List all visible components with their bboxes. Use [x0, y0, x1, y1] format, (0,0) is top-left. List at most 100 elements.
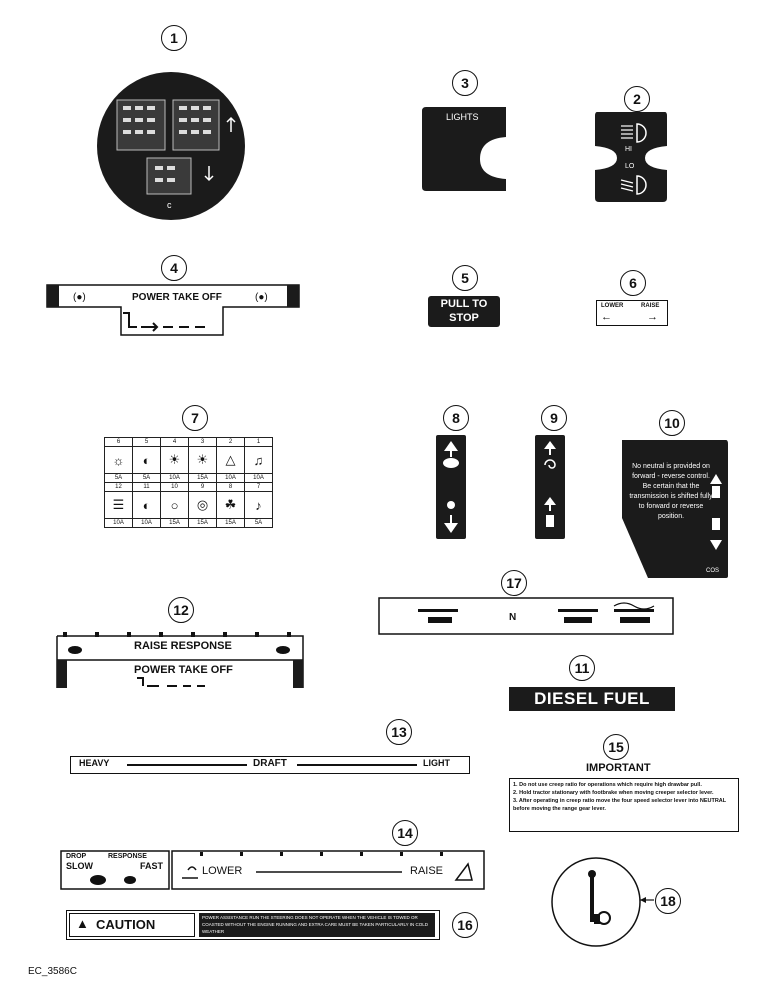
important-title: IMPORTANT — [586, 762, 651, 774]
important-item-3: 3. After operating in creep ratio move t… — [513, 798, 727, 812]
important-decal: 1. Do not use creep ratio for operations… — [509, 778, 739, 832]
hi-label: HI — [625, 146, 632, 153]
pto-title: POWER TAKE OFF — [132, 292, 222, 303]
fuse-rating: 10A — [132, 518, 161, 528]
callout-17: 17 — [501, 570, 527, 596]
draft-label: DRAFT — [253, 758, 287, 769]
fuse-number: 10 — [160, 482, 189, 492]
fuse-rating: 10A — [216, 473, 245, 483]
horn-icon: ♫ — [244, 446, 273, 474]
caution-box: ▲ CAUTION — [69, 913, 195, 937]
important-item-2: 2. Hold tractor stationary with footbrak… — [513, 790, 714, 796]
callout-18: 18 — [655, 888, 681, 914]
fuse-number: 1 — [244, 437, 273, 447]
gauges-icon: ○ — [160, 491, 189, 519]
fast-label: FAST — [140, 861, 164, 871]
fuse-rating: 15A — [216, 518, 245, 528]
fuse-rating: 15A — [160, 518, 189, 528]
callout-9: 9 — [541, 405, 567, 431]
headlight-switch-decal — [595, 112, 667, 202]
left-arrow-icon: ← — [601, 311, 612, 323]
raise-label-14: RAISE — [410, 865, 444, 877]
diesel-fuel-decal: DIESEL FUEL — [509, 687, 675, 711]
lights-decal — [422, 107, 506, 191]
fuse-number: 8 — [216, 482, 245, 492]
heavy-label: HEAVY — [79, 758, 110, 768]
callout-8: 8 — [443, 405, 469, 431]
pto-decal: (●) (●) — [46, 284, 300, 336]
callout-6: 6 — [620, 270, 646, 296]
slow-label: SLOW — [66, 861, 93, 871]
callout-14: 14 — [392, 820, 418, 846]
svg-text:c: c — [167, 200, 172, 210]
headlight-icon: ◐ — [132, 446, 161, 474]
caution-decal: ▲ CAUTION POWER ASSISTANCE RUN THE STEER… — [66, 910, 440, 940]
callout-13: 13 — [386, 719, 412, 745]
drop-label: DROP — [66, 853, 87, 860]
fuse-number: 11 — [132, 482, 161, 492]
svg-text:(●): (●) — [255, 292, 268, 303]
callout-15: 15 — [603, 734, 629, 760]
lower-label-14: LOWER — [202, 865, 243, 877]
cos-code: COS — [706, 568, 720, 574]
stop-label: STOP — [449, 312, 479, 324]
callout-4: 4 — [161, 255, 187, 281]
fuse-number: 4 — [160, 437, 189, 447]
fuse-rating: 15A — [188, 473, 217, 483]
pull-to-label: PULL TO — [440, 298, 488, 310]
figure-code: EC_3586C — [28, 966, 77, 977]
callout-5: 5 — [452, 265, 478, 291]
fuse-number: 7 — [244, 482, 273, 492]
brake-icon: ◎ — [188, 491, 217, 519]
important-item-1: 1. Do not use creep ratio for operations… — [513, 782, 702, 788]
fuse-number: 2 — [216, 437, 245, 447]
work-light-icon: ☀ — [160, 446, 189, 474]
right-arrow-icon: → — [647, 311, 658, 323]
hazard-icon: △ — [216, 446, 245, 474]
fuse-number: 5 — [132, 437, 161, 447]
fuse-number: 3 — [188, 437, 217, 447]
draft-decal: HEAVY DRAFT LIGHT — [70, 756, 470, 774]
callout-2: 2 — [624, 86, 650, 112]
draft-line-left — [127, 764, 247, 766]
pto-title-2: POWER TAKE OFF — [134, 664, 233, 676]
callout-1: 1 — [161, 25, 187, 51]
draft-line-right — [297, 764, 417, 766]
neutral-label: N — [509, 612, 517, 623]
callout-3: 3 — [452, 70, 478, 96]
callout-12: 12 — [168, 597, 194, 623]
fuse-rating: 5A — [132, 473, 161, 483]
fuse-chart-decal: 6 5 4 3 2 1 ☼ ◐ ☀ ☀ △ ♫ 5A 5A 10A 15A 10… — [104, 437, 273, 528]
no-neutral-text: No neutral is provided on forward - reve… — [629, 463, 713, 520]
callout-16: 16 — [452, 912, 478, 938]
warning-triangle-icon: ▲ — [76, 916, 89, 931]
wiper-icon: ☘ — [216, 491, 245, 519]
hitch-position-decal — [378, 597, 674, 635]
fuse-number: 6 — [104, 437, 133, 447]
headlight-icon: ☼ — [104, 446, 133, 474]
raise-response-title: RAISE RESPONSE — [134, 640, 232, 652]
fuse-rating: 15A — [188, 518, 217, 528]
callout-10: 10 — [659, 410, 685, 436]
lower-label: LOWER — [601, 303, 624, 309]
side-light-icon: ◐ — [132, 491, 161, 519]
callout-11: 11 — [569, 655, 595, 681]
fuse-rating: 5A — [244, 518, 273, 528]
pull-to-stop-decal: PULL TO STOP — [428, 296, 500, 327]
no-neutral-decal — [622, 440, 728, 578]
fuse-number: 12 — [104, 482, 133, 492]
fuse-rating: 10A — [104, 518, 133, 528]
instrument-cluster-decal: c — [97, 72, 245, 220]
raise-response-pto-decal — [56, 632, 304, 688]
drop-response-decal — [60, 850, 485, 890]
fuse-rating: 5A — [104, 473, 133, 483]
raise-label: RAISE — [641, 303, 660, 309]
radio-icon: ♪ — [244, 491, 273, 519]
fuse-number: 9 — [188, 482, 217, 492]
light-label: LIGHT — [423, 758, 450, 768]
fuse-rating: 10A — [160, 473, 189, 483]
speed-range-decal — [436, 435, 466, 539]
fuse-rating: 10A — [244, 473, 273, 483]
callout-7: 7 — [182, 405, 208, 431]
lower-raise-decal: LOWER RAISE ← → — [596, 300, 668, 326]
